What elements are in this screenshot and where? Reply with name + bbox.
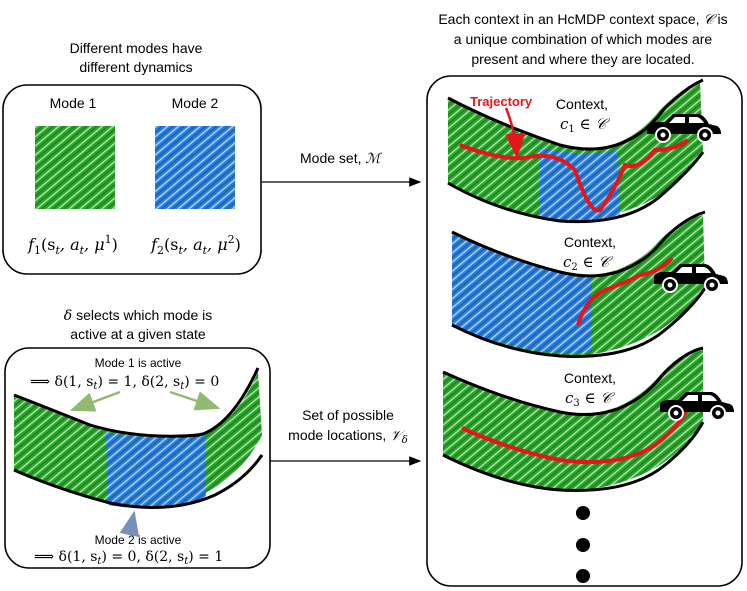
mode1-active-label: Mode 1 is active [95, 356, 182, 370]
ellipsis-dot-2 [576, 538, 590, 552]
delta-caption-line1: δ selects which mode is [64, 307, 213, 324]
connectors: Mode set, ℳ Set of possible mode locatio… [262, 150, 422, 466]
context3-road: Context, c3 ∈ 𝒞 [442, 346, 735, 492]
context1-label: Context, [556, 96, 608, 112]
modes-caption-line2: different dynamics [79, 59, 192, 75]
mode1-active-formula: ⟹ δ(1, st) = 1, δ(2, st) = 0 [30, 374, 219, 392]
mode2-active-formula: ⟹ δ(1, st) = 0, δ(2, st) = 1 [34, 549, 223, 567]
locations-label-line1: Set of possible [302, 407, 394, 423]
trajectory-label: Trajectory [470, 94, 533, 109]
ellipsis-dot-3 [576, 569, 590, 583]
mode2-active-label: Mode 2 is active [95, 533, 182, 547]
mode-set-label: Mode set, ℳ [300, 150, 382, 167]
trajectory-pointer [504, 107, 526, 159]
context2-road: Context, c2 ∈ 𝒞 [451, 210, 729, 358]
context1-symbol: c1 ∈ 𝒞 [560, 115, 610, 135]
mode1-title: Mode 1 [50, 95, 97, 111]
ellipsis-dot-1 [576, 506, 590, 520]
context2-label: Context, [564, 234, 616, 250]
f2-formula: f2(st, at, μ2) [150, 233, 241, 257]
delta-caption-line2: active at a given state [70, 326, 206, 342]
mode1-swatch [35, 126, 115, 209]
modes-caption-line1: Different modes have [70, 40, 203, 56]
context3-label: Context, [564, 370, 616, 386]
trajectory-path-2 [576, 256, 674, 326]
f1-formula: f1(st, at, μ1) [27, 233, 118, 257]
context-caption-line3: present and where they are located. [471, 51, 694, 67]
mode2-title: Mode 2 [172, 95, 219, 111]
context3-symbol: c3 ∈ 𝒞 [565, 389, 615, 409]
locations-label-line2: mode locations, 𝒱δ [288, 427, 408, 446]
context-caption-line2: a unique combination of which modes are [454, 31, 713, 47]
context1-road: Trajectory Context, c1 ∈ 𝒞 [447, 78, 722, 224]
context2-symbol: c2 ∈ 𝒞 [563, 253, 613, 273]
delta-road-lower-edge [13, 454, 264, 509]
mode2-swatch [155, 126, 235, 209]
mode1-arrow-left [69, 390, 121, 412]
trajectory-path-3 [461, 407, 690, 465]
delta-road-blue [106, 432, 206, 509]
context-panel: Each context in an HcMDP context space, … [426, 11, 743, 587]
delta-panel: δ selects which mode is active at a give… [4, 307, 271, 569]
mode1-arrow-right [169, 390, 221, 411]
mode2-arrow [119, 510, 140, 538]
context-caption-line1: Each context in an HcMDP context space, … [438, 11, 727, 28]
delta-road-upper-edge [13, 367, 260, 438]
modes-panel: Different modes have different dynamics … [2, 40, 262, 275]
